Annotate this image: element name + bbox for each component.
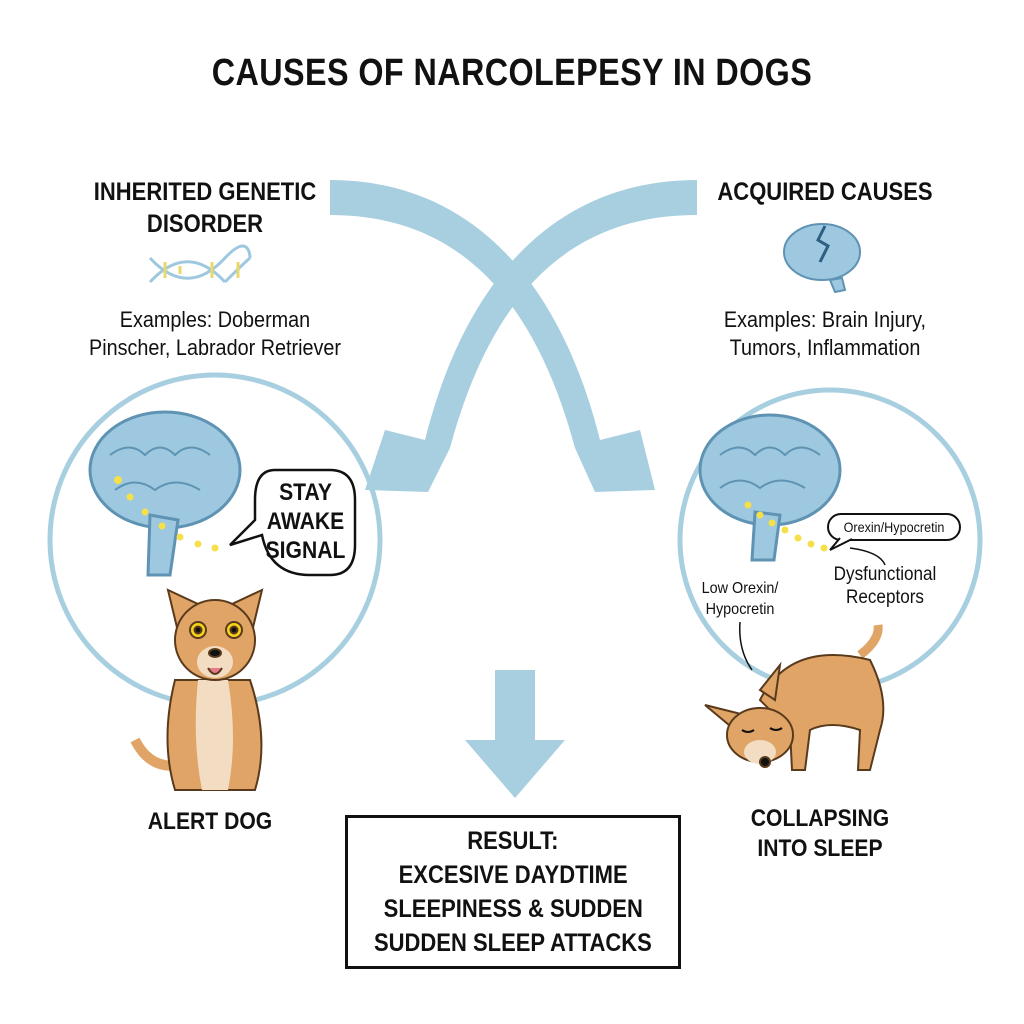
left-examples: Examples: Doberman Pinscher, Labrador Re… xyxy=(67,306,364,362)
left-heading-line1: INHERITED GENETIC xyxy=(93,178,317,206)
orexin-bubble xyxy=(827,513,961,541)
left-heading: INHERITED GENETIC DISORDER xyxy=(77,176,332,240)
alert-dog-illustration xyxy=(130,588,264,791)
collapsing-label: COLLAPSING INTO SLEEP xyxy=(732,804,908,864)
result-line2: EXCESIVE DAYDTIME xyxy=(398,861,628,889)
dysfunctional-receptors-label: Dysfunctional Receptors xyxy=(818,563,953,609)
result-line1: RESULT: xyxy=(467,827,559,855)
right-examples: Examples: Brain Injury, Tumors, Inflamma… xyxy=(686,306,965,362)
collapsing-line1: COLLAPSING xyxy=(750,805,890,832)
bubble-line1: STAY xyxy=(279,479,332,506)
left-examples-line2: Pinscher, Labrador Retriever xyxy=(88,335,342,360)
result-line3: SLEEPINESS & SUDDEN xyxy=(383,895,643,923)
page-title: CAUSES OF NARCOLEPESY IN DOGS xyxy=(211,52,813,94)
alert-dog-label: ALERT DOG xyxy=(147,808,273,835)
low-line2: Hypocretin xyxy=(705,601,775,618)
pointer-line-receptors xyxy=(849,547,886,566)
result-line4: SUDDEN SLEEP ATTACKS xyxy=(374,929,652,957)
bubble-line2: AWAKE xyxy=(266,508,345,535)
result-box: RESULT: EXCESIVE DAYDTIME SLEEPINESS & S… xyxy=(345,815,681,969)
damaged-brain-icon xyxy=(783,223,861,294)
signal-dots-right xyxy=(744,501,828,552)
arrow-left-to-right xyxy=(330,180,655,492)
pointer-line-low xyxy=(739,621,753,671)
left-heading-line2: DISORDER xyxy=(146,210,264,238)
right-examples-line1: Examples: Brain Injury, xyxy=(723,307,927,332)
collapsing-dog-illustration xyxy=(704,624,885,771)
low-orexin-label: Low Orexin/ Hypocretin xyxy=(691,578,790,620)
brain-illustration-right xyxy=(698,413,842,562)
down-arrow xyxy=(465,670,565,798)
right-examples-line2: Tumors, Inflammation xyxy=(729,335,921,360)
collapsing-line2: INTO SLEEP xyxy=(757,835,883,862)
low-line1: Low Orexin/ xyxy=(701,580,779,597)
receptors-line2: Receptors xyxy=(846,587,924,608)
orexin-bubble-text: Orexin/Hypocretin xyxy=(843,519,945,535)
brain-illustration-left xyxy=(88,410,242,577)
stay-awake-signal-text: STAY AWAKE SIGNAL xyxy=(264,478,348,565)
speech-bubble-left xyxy=(229,468,357,577)
right-heading: ACQUIRED CAUSES xyxy=(717,178,933,206)
receptors-line1: Dysfunctional xyxy=(833,564,937,585)
dna-icon xyxy=(148,244,252,284)
left-examples-line1: Examples: Doberman xyxy=(119,307,311,332)
bubble-line3: SIGNAL xyxy=(265,537,346,564)
arrow-right-to-left xyxy=(365,180,697,492)
signal-dots xyxy=(114,476,219,552)
